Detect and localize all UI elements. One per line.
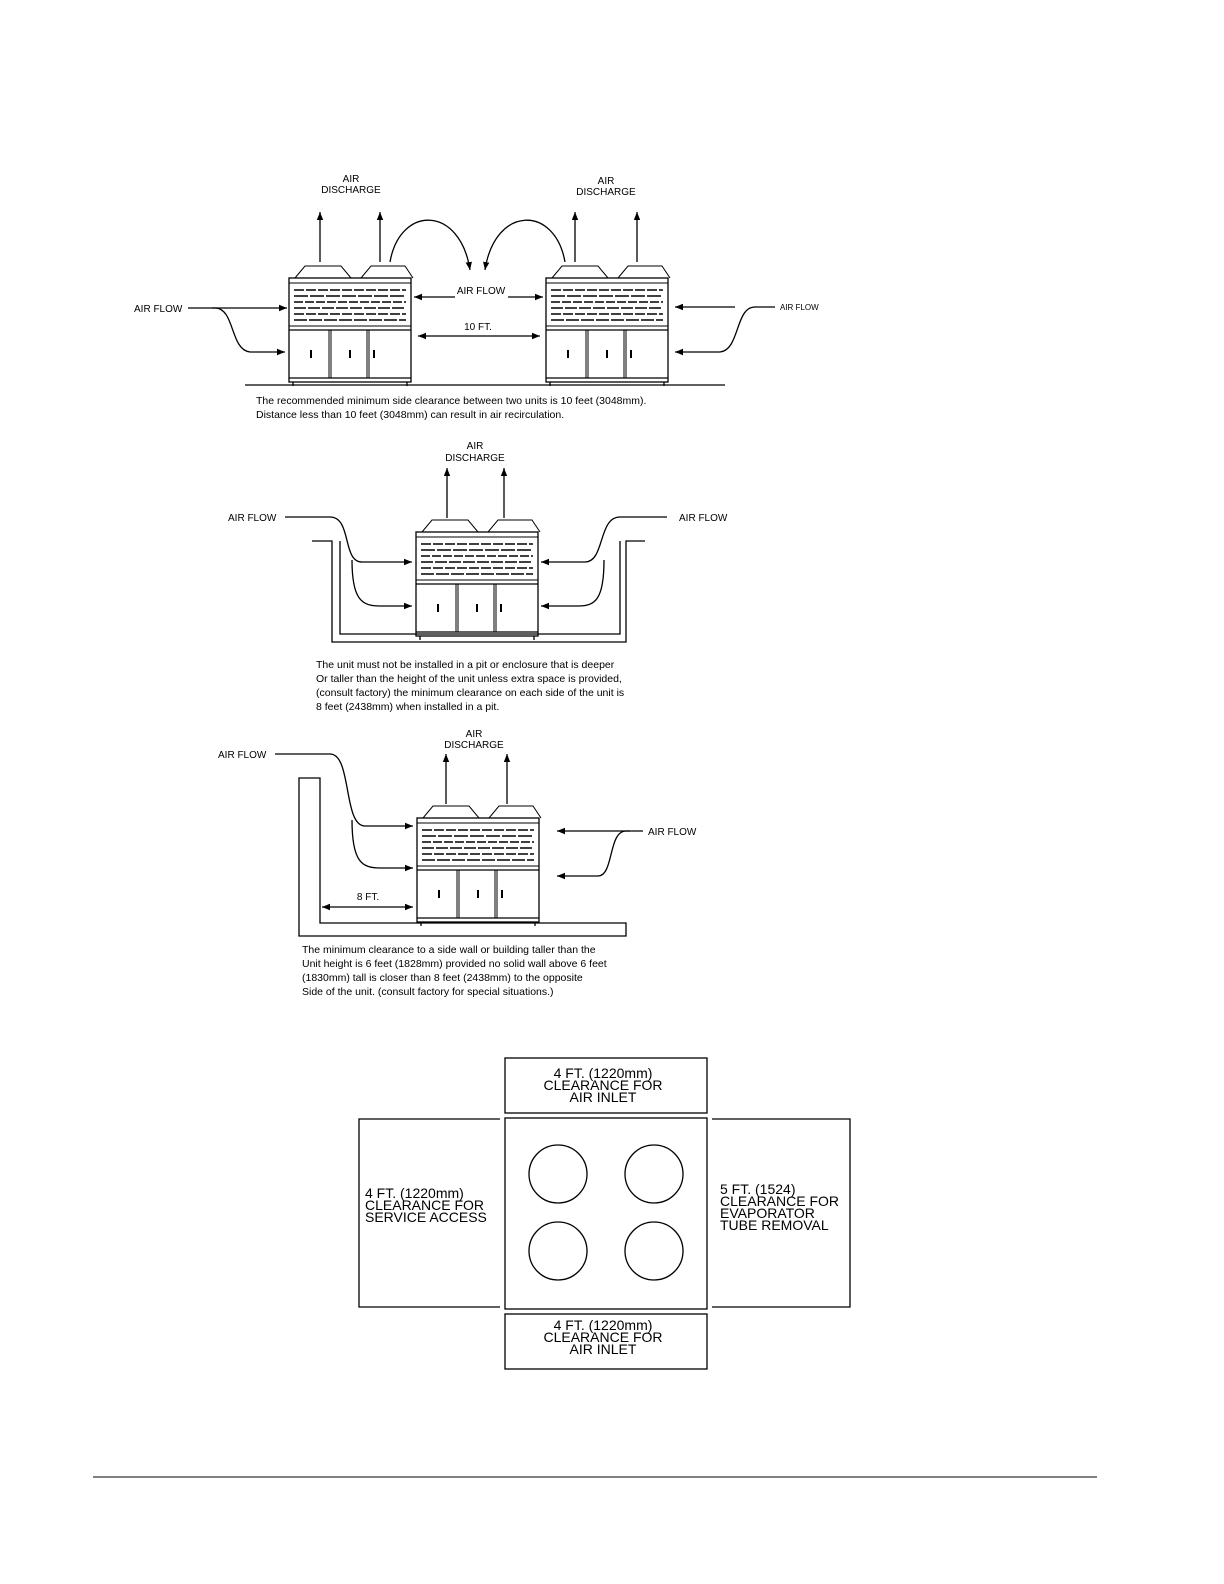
bottom-clearance-label: AIR INLET (570, 1341, 637, 1357)
side-clearance-note: Distance less than 10 feet (3048mm) can … (256, 409, 564, 421)
air-flow-label: AIR FLOW (780, 303, 819, 312)
side-clearance-note: The recommended minimum side clearance b… (256, 395, 646, 407)
top-clearance-label: CLEARANCE FOR (543, 1077, 662, 1093)
pit-note: Or taller than the height of the unit un… (316, 673, 622, 685)
wall-note: The minimum clearance to a side wall or … (302, 944, 596, 956)
air-flow-label: AIR FLOW (218, 750, 267, 761)
air-discharge-label: DISCHARGE (445, 453, 505, 464)
air-discharge-label: DISCHARGE (444, 740, 504, 751)
right-clearance-label: EVAPORATOR (720, 1205, 815, 1221)
air-flow-label: AIR FLOW (457, 286, 506, 297)
wall-note: (1830mm) tall is closer than 8 feet (243… (302, 972, 583, 984)
top-clearance-label: AIR INLET (570, 1089, 637, 1105)
wall-note: Side of the unit. (consult factory for s… (302, 986, 554, 998)
top-clearance-label: 4 FT. (1220mm) (554, 1065, 653, 1081)
left-clearance-label: 4 FT. (1220mm) (365, 1185, 464, 1201)
side-wall-section: AIR DISCHARGE AIR FLOW AIR FLOW 8 FT. Th… (218, 729, 697, 998)
pit-note: 8 feet (2438mm) when installed in a pit. (316, 701, 499, 713)
side-by-side-section: AIR DISCHARGE AIR DISCHARGE AIR FLOW AIR… (134, 174, 819, 421)
fan-circle (528, 1144, 588, 1204)
fan-circle (624, 1221, 684, 1281)
right-clearance-label: TUBE REMOVAL (720, 1217, 829, 1233)
right-clearance-label: CLEARANCE FOR (720, 1193, 839, 1209)
plan-view-clearance: 4 FT. (1220mm) CLEARANCE FOR AIR INLET 4… (358, 1057, 851, 1370)
left-clearance-label: SERVICE ACCESS (365, 1209, 487, 1225)
air-discharge-label: DISCHARGE (576, 187, 636, 198)
pit-section: AIR DISCHARGE AIR FLOW AIR FLOW The unit… (228, 441, 728, 713)
pit-note: The unit must not be installed in a pit … (316, 659, 615, 671)
air-flow-label: AIR FLOW (679, 513, 728, 524)
fan-circle (624, 1144, 684, 1204)
right-clearance-label: 5 FT. (1524) (720, 1181, 795, 1197)
pit-note: (consult factory) the minimum clearance … (316, 687, 624, 699)
wall-note: Unit height is 6 feet (1828mm) provided … (302, 958, 607, 970)
air-discharge-label: AIR (466, 729, 483, 740)
air-flow-label: AIR FLOW (228, 513, 277, 524)
air-flow-label: AIR FLOW (648, 827, 697, 838)
dimension-8ft: 8 FT. (357, 892, 379, 903)
air-discharge-label: AIR (343, 174, 360, 185)
bottom-clearance-label: 4 FT. (1220mm) (554, 1317, 653, 1333)
air-discharge-label: DISCHARGE (321, 185, 381, 196)
bottom-clearance-label: CLEARANCE FOR (543, 1329, 662, 1345)
air-discharge-label: AIR (598, 176, 615, 187)
air-flow-label: AIR FLOW (134, 304, 183, 315)
fan-circle (528, 1221, 588, 1281)
air-discharge-label: AIR (467, 441, 484, 452)
dimension-10ft: 10 FT. (464, 322, 492, 333)
left-clearance-label: CLEARANCE FOR (365, 1197, 484, 1213)
